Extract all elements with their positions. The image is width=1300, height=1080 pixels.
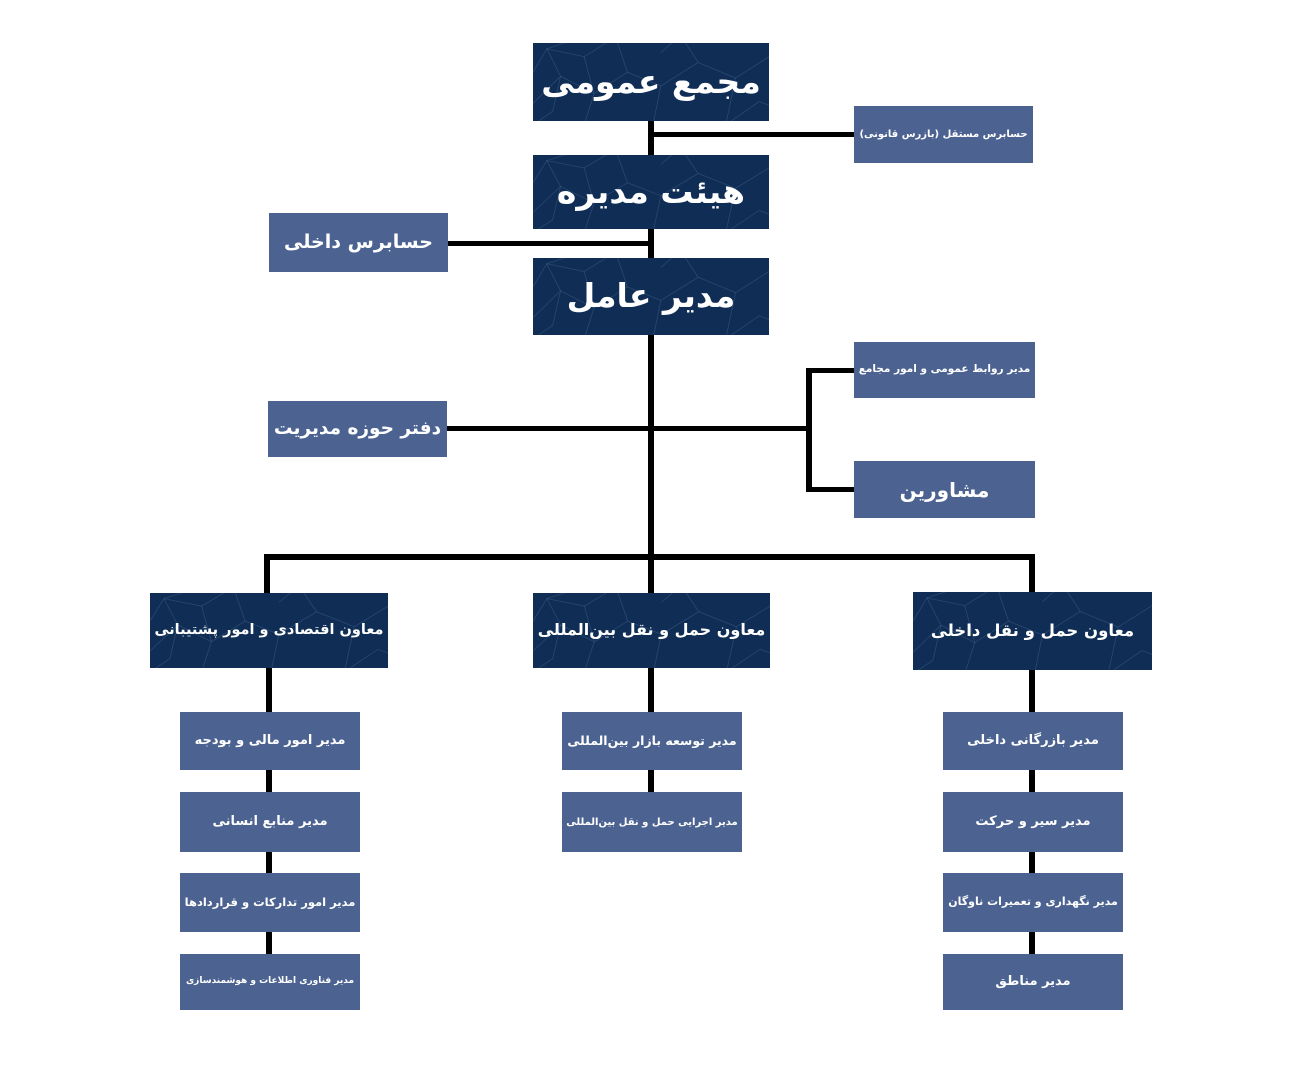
connector-pr-manager [806,368,854,373]
node-pr-assemblies-manager-label: مدیر روابط عمومی و امور مجامع [858,363,1031,376]
connector-internal-auditor [448,241,651,246]
node-procurement-contracts-manager: مدیر امور تدارکات و قراردادها [180,873,360,932]
connector-management-office [447,426,808,431]
node-general-assembly: مجمع عمومی [533,43,769,121]
node-domestic-commerce-manager: مدیر بازرگانی داخلی [943,712,1123,770]
node-regions-manager-label: مدیر مناطق [995,973,1071,989]
connector-advisors [806,487,854,492]
connector-right-bracket [806,368,812,492]
node-ceo: مدیر عامل [533,258,769,335]
node-management-office-label: دفتر حوزه مدیریت [273,417,442,439]
node-intl-market-dev-manager-label: مدیر توسعه بازار بین‌المللی [567,732,737,748]
connector-ceo-trunk [648,335,654,560]
node-intl-transport-exec-manager-label: مدیر اجرایی حمل و نقل بین‌المللی [566,816,738,828]
node-advisors-label: مشاورین [899,477,990,502]
connector-board-ceo [648,229,654,259]
connector-mid-chain-2 [648,770,654,792]
node-it-smartization-manager-label: مدیر فناوری اطلاعات و هوشمندسازی [185,976,355,987]
node-traffic-movement-manager-label: مدیر سیر و حرکت [975,813,1091,829]
node-traffic-movement-manager: مدیر سیر و حرکت [943,792,1123,852]
node-finance-budget-manager-label: مدیر امور مالی و بودجه [194,732,346,748]
connector-independent-auditor [651,132,854,137]
connector-left-chain-2 [266,770,272,792]
connector-drop-right [1029,554,1035,592]
connector-right-chain-4 [1029,932,1035,954]
connector-drop-left [264,554,270,593]
node-independent-auditor-label: حسابرس مستقل (بازرس قانونی) [859,129,1028,140]
node-general-assembly-label: مجمع عمومی [541,61,761,101]
node-independent-auditor: حسابرس مستقل (بازرس قانونی) [854,106,1033,163]
node-finance-budget-manager: مدیر امور مالی و بودجه [180,712,360,770]
connector-right-chain-1 [1029,670,1035,712]
node-advisors: مشاورین [854,461,1035,518]
connector-mid-chain-1 [648,668,654,712]
node-intl-market-dev-manager: مدیر توسعه بازار بین‌المللی [562,712,742,770]
connector-right-chain-3 [1029,852,1035,873]
connector-right-chain-2 [1029,770,1035,792]
node-deputy-domestic-transport: معاون حمل و نقل داخلی [913,592,1152,670]
node-deputy-economic-support-label: معاون اقتصادی و امور پشتیبانی [154,622,384,639]
node-regions-manager: مدیر مناطق [943,954,1123,1010]
connector-left-chain-1 [266,668,272,712]
connector-assembly-board [648,121,654,156]
node-it-smartization-manager: مدیر فناوری اطلاعات و هوشمندسازی [180,954,360,1010]
connector-drop-middle [648,554,654,593]
node-procurement-contracts-manager-label: مدیر امور تدارکات و قراردادها [184,895,356,910]
node-internal-auditor-label: حسابرس داخلی [284,231,433,254]
node-board-of-directors: هیئت مدیره [533,155,769,229]
node-intl-transport-exec-manager: مدیر اجرایی حمل و نقل بین‌المللی [562,792,742,852]
node-deputy-intl-transport: معاون حمل و نقل بین‌المللی [533,593,770,668]
node-internal-auditor: حسابرس داخلی [269,213,448,272]
node-fleet-maintenance-manager-label: مدیر نگهداری و تعمیرات ناوگان [948,895,1118,909]
node-deputy-domestic-transport-label: معاون حمل و نقل داخلی [930,621,1135,641]
node-hr-manager-label: مدیر منابع انسانی [212,813,328,829]
node-board-of-directors-label: هیئت مدیره [556,171,746,211]
connector-left-chain-4 [266,932,272,954]
node-fleet-maintenance-manager: مدیر نگهداری و تعمیرات ناوگان [943,873,1123,932]
node-management-office: دفتر حوزه مدیریت [268,401,447,457]
node-deputy-intl-transport-label: معاون حمل و نقل بین‌المللی [537,620,766,640]
node-pr-assemblies-manager: مدیر روابط عمومی و امور مجامع [854,342,1035,398]
node-domestic-commerce-manager-label: مدیر بازرگانی داخلی [967,732,1099,748]
node-ceo-label: مدیر عامل [566,276,736,316]
node-deputy-economic-support: معاون اقتصادی و امور پشتیبانی [150,593,388,668]
node-hr-manager: مدیر منابع انسانی [180,792,360,852]
connector-left-chain-3 [266,852,272,873]
